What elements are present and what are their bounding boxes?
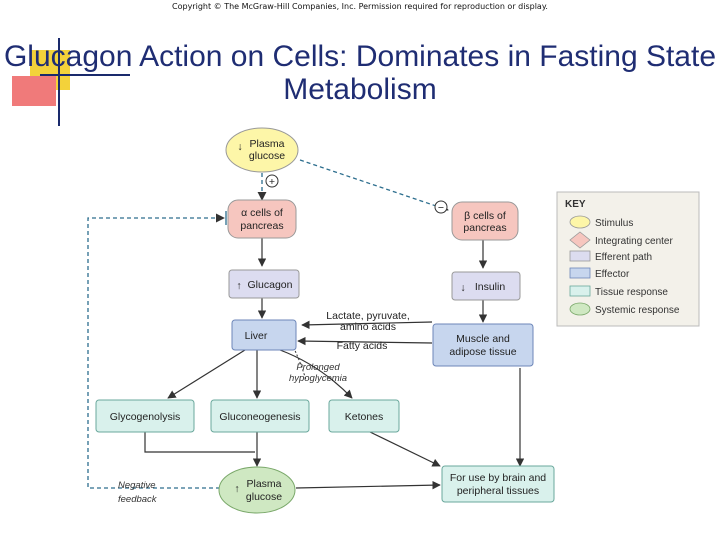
down-arrow-top: ↓: [237, 141, 242, 153]
muscle-adipose-line1: Muscle and: [456, 333, 510, 345]
alpha-cells-line1: α cells of: [241, 207, 283, 219]
insulin-label: Insulin: [475, 281, 506, 293]
arrow-glucose-to-peripheral: [295, 480, 441, 490]
plasma-glucose-top-line2: glucose: [249, 150, 285, 162]
ketones-label: Ketones: [345, 411, 384, 423]
lactate-line1: Lactate, pyruvate,: [326, 310, 409, 322]
glycogenolysis-label: Glycogenolysis: [110, 411, 181, 423]
glycogenolysis-node: [95, 399, 195, 433]
minus-sign-circle: [434, 200, 448, 214]
alpha-cells-line2: pancreas: [240, 220, 283, 232]
key-swatch-systemic: [569, 302, 591, 316]
plasma-glucose-top-line1: Plasma: [249, 138, 284, 150]
dashed-negative-feedback: [87, 213, 225, 489]
plasma-glucose-bottom-line1: Plasma: [246, 478, 281, 490]
glucagon-label: Glucagon: [248, 279, 293, 291]
muscle-adipose-node: [432, 323, 534, 367]
arrow-liver-to-ketones: [279, 349, 353, 399]
gluconeogenesis-node: [210, 399, 310, 433]
arrow-liver-to-glycogenolysis: [167, 349, 246, 399]
up-arrow-bottom: ↑: [234, 483, 239, 495]
key-item-efferent: Efferent path: [595, 252, 652, 263]
alpha-cells-node: [227, 199, 297, 239]
key-item-systemic: Systemic response: [595, 305, 680, 316]
liver-label: Liver: [245, 330, 268, 342]
plus-sign: +: [269, 176, 275, 188]
key-swatch-effector: [569, 267, 591, 279]
negative-feedback-line2: feedback: [118, 494, 158, 505]
key-item-stimulus: Stimulus: [595, 218, 633, 229]
plus-sign-circle: [265, 174, 279, 188]
dashed-glucose-to-beta: [299, 159, 449, 212]
negative-feedback-line1: Negative: [118, 480, 156, 491]
key-item-tissue: Tissue response: [595, 287, 668, 298]
prolonged-line2: hypoglycemia: [289, 373, 347, 384]
arrow-fattyacids-to-liver: [297, 336, 433, 346]
muscle-adipose-line2: adipose tissue: [449, 346, 516, 358]
copyright-notice: Copyright © The McGraw-Hill Companies, I…: [172, 2, 548, 11]
prolonged-hypoglycemia-connector: [289, 339, 307, 381]
arrow-lactate-to-liver: [301, 320, 433, 330]
lactate-line2: amino acids: [340, 321, 396, 333]
beta-cells-line2: pancreas: [463, 222, 506, 234]
key-title: KEY: [565, 199, 586, 210]
gluconeogenesis-label: Gluconeogenesis: [219, 411, 300, 423]
beta-cells-node: [451, 201, 519, 241]
up-arrow-glucagon: ↑: [236, 280, 241, 292]
down-arrow-insulin: ↓: [460, 282, 465, 294]
plasma-glucose-top-node: [225, 127, 299, 173]
peripheral-use-line1: For use by brain and: [450, 472, 546, 484]
decorative-red-square: [12, 76, 56, 106]
decorative-vertical-line: [58, 38, 60, 126]
fatty-acids-label: Fatty acids: [337, 340, 388, 352]
peripheral-use-node: [441, 465, 555, 503]
key-swatch-integrating: [569, 231, 591, 249]
peripheral-use-line2: peripheral tissues: [457, 485, 539, 497]
key-swatch-tissue: [569, 285, 591, 297]
plasma-glucose-bottom-node: [218, 466, 296, 514]
plasma-glucose-bottom-line2: glucose: [246, 491, 282, 503]
key-swatch-efferent: [569, 250, 591, 262]
key-item-effector: Effector: [595, 269, 630, 280]
decorative-horizontal-line: [40, 74, 130, 76]
arrow-ketones-to-peripheral: [369, 431, 441, 467]
key-item-integrating: Integrating center: [595, 236, 673, 247]
minus-sign: −: [438, 202, 444, 214]
glucagon-node: [228, 269, 300, 299]
prolonged-line1: Prolonged: [296, 362, 340, 373]
slide-title: Glucagon Action on Cells: Dominates in F…: [3, 40, 717, 106]
beta-cells-line1: β cells of: [464, 210, 506, 222]
ketones-node: [328, 399, 400, 433]
key-swatch-stimulus: [569, 215, 591, 229]
liver-node: [231, 319, 297, 351]
insulin-node: [451, 271, 521, 301]
line-glycogenolysis-join: [144, 432, 255, 453]
